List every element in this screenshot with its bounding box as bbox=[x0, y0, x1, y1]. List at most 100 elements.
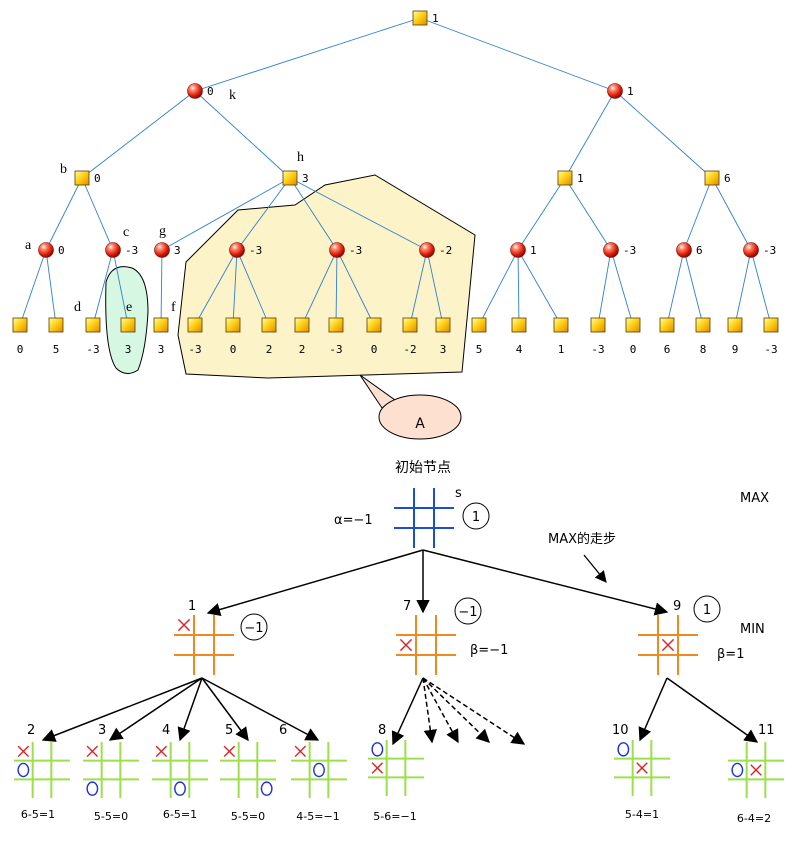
node-value: -3 bbox=[623, 244, 636, 257]
tree-edge bbox=[614, 90, 713, 179]
max-node: 3e bbox=[120, 300, 136, 356]
node-value: 4 bbox=[516, 343, 523, 356]
tree-edge bbox=[194, 17, 421, 92]
min-node-ball bbox=[154, 242, 170, 258]
root-value-circle bbox=[462, 502, 490, 530]
max-node-box bbox=[511, 317, 527, 333]
max-node: 2 bbox=[294, 317, 310, 356]
max-node: 5 bbox=[471, 317, 487, 356]
root-title: 初始节点 bbox=[395, 459, 451, 476]
child-value-7: −1 bbox=[458, 605, 477, 620]
board-6 bbox=[291, 742, 347, 798]
boards bbox=[14, 488, 784, 798]
max-node-box bbox=[704, 170, 720, 186]
leaf-num-2: 2 bbox=[27, 723, 35, 738]
min-label: MIN bbox=[740, 622, 765, 637]
max-node-box bbox=[120, 317, 136, 333]
tree-edge bbox=[112, 249, 129, 326]
tree-edge bbox=[734, 249, 752, 326]
node-value: -3 bbox=[349, 244, 362, 257]
max-node: 0 bbox=[625, 317, 641, 356]
max-node: -3 bbox=[187, 317, 203, 356]
tree-edge bbox=[610, 249, 634, 326]
node-tag: c bbox=[123, 225, 129, 240]
min-node: -3 bbox=[329, 242, 362, 258]
tree-edge bbox=[19, 249, 47, 326]
node-value: 0 bbox=[58, 244, 65, 257]
child-num-9: 9 bbox=[673, 599, 681, 614]
max-node: -3 bbox=[590, 317, 606, 356]
board-5 bbox=[220, 742, 276, 798]
max-node: 4 bbox=[511, 317, 527, 356]
leaf-score-4: 6-5=1 bbox=[163, 808, 197, 821]
board-9 bbox=[638, 615, 698, 675]
max-node-box bbox=[402, 317, 418, 333]
tree-edge bbox=[335, 249, 338, 326]
min-node-ball bbox=[419, 242, 435, 258]
min-node: -3 bbox=[743, 242, 776, 258]
max-node-box bbox=[435, 317, 451, 333]
child-value-circle-7 bbox=[454, 597, 482, 625]
tree-edge bbox=[81, 90, 196, 179]
max-node-box bbox=[187, 317, 203, 333]
node-value: 0 bbox=[371, 343, 378, 356]
tree-edge bbox=[92, 249, 114, 326]
max-node-box bbox=[366, 317, 382, 333]
beta-label-7: β=−1 bbox=[470, 643, 508, 658]
tree-edge bbox=[419, 17, 616, 92]
node-value: -3 bbox=[763, 244, 776, 257]
board-4 bbox=[152, 742, 208, 798]
node-value: 2 bbox=[299, 343, 306, 356]
max-node: 0 bbox=[225, 317, 241, 356]
tree-edge bbox=[301, 249, 338, 326]
o-mark bbox=[313, 762, 325, 778]
alpha-label: α=−1 bbox=[334, 513, 373, 528]
node-value: 5 bbox=[53, 343, 60, 356]
node-value: 3 bbox=[158, 343, 165, 356]
board-8 bbox=[368, 740, 424, 796]
tree-edge bbox=[597, 249, 612, 326]
min-node: 0a bbox=[25, 238, 65, 258]
x-mark bbox=[294, 745, 307, 758]
max-node-box bbox=[328, 317, 344, 333]
node-value: -3 bbox=[249, 244, 262, 257]
min-node: -3 bbox=[229, 242, 262, 258]
x-mark bbox=[223, 745, 236, 758]
callout-bubble bbox=[378, 394, 462, 440]
root-board bbox=[394, 488, 454, 548]
leaf-score-11: 6-4=2 bbox=[737, 812, 771, 825]
node-value: 3 bbox=[125, 343, 132, 356]
board-2 bbox=[14, 742, 70, 798]
max-node-box bbox=[659, 317, 675, 333]
min-node: 3g bbox=[154, 224, 181, 258]
x-mark bbox=[636, 762, 648, 774]
tree-edge bbox=[194, 249, 238, 326]
max-node-box bbox=[763, 317, 779, 333]
max-node: 6 bbox=[704, 170, 731, 186]
x-mark bbox=[17, 745, 30, 758]
node-value: 3 bbox=[174, 244, 181, 257]
max-node-box bbox=[727, 317, 743, 333]
max-node-box bbox=[153, 317, 169, 333]
tree-edge bbox=[81, 177, 114, 251]
tree-edge bbox=[478, 249, 519, 326]
node-value: -3 bbox=[764, 343, 777, 356]
min-node-ball bbox=[510, 242, 526, 258]
node-tag: b bbox=[60, 162, 67, 177]
tree-edge bbox=[194, 90, 291, 179]
pruned-region-a bbox=[177, 174, 476, 379]
max-node-box bbox=[85, 317, 101, 333]
min-node-ball bbox=[187, 83, 203, 99]
max-node: 0 bbox=[366, 317, 382, 356]
node-value: 1 bbox=[577, 172, 584, 185]
node-tag: k bbox=[229, 88, 236, 103]
tree-edge bbox=[517, 249, 562, 326]
max-node-box bbox=[12, 317, 28, 333]
o-mark bbox=[731, 762, 744, 778]
max-node-box bbox=[282, 170, 298, 186]
tree-edge bbox=[45, 177, 83, 251]
node-tag: g bbox=[159, 224, 166, 239]
leaf-num-8: 8 bbox=[378, 723, 386, 738]
leaf-score-8: 5-6=−1 bbox=[373, 810, 416, 823]
